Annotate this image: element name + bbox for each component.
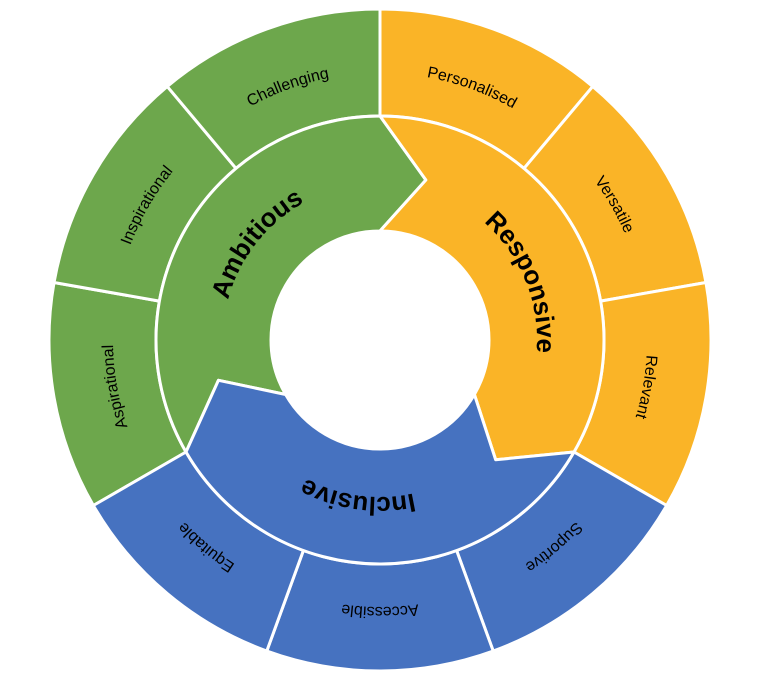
inner-ring xyxy=(154,114,606,566)
inner-segment-responsive xyxy=(378,114,606,462)
outer-ring xyxy=(47,7,713,673)
inner-segment-ambitious xyxy=(154,114,428,454)
outer-label-accessible: Accessible xyxy=(340,600,419,620)
inner-segment-inclusive xyxy=(184,378,576,566)
